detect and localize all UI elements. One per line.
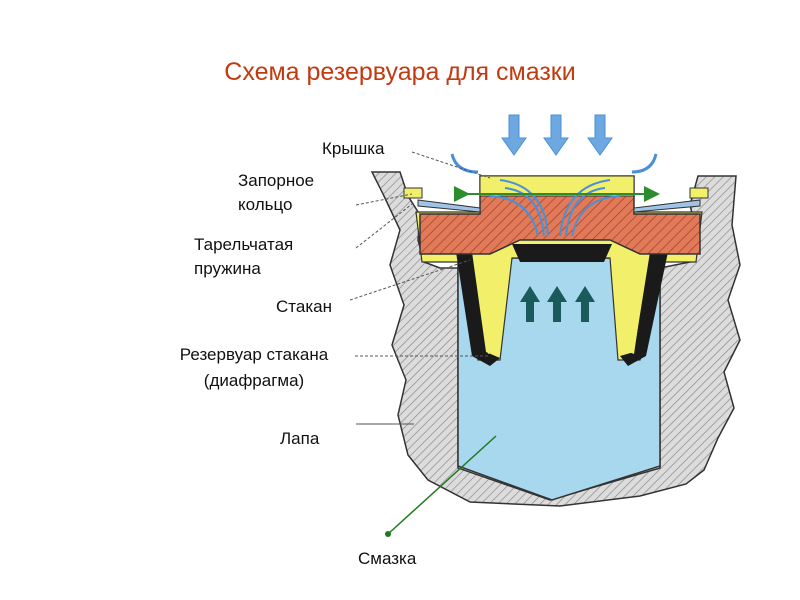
- label-cup: Стакан: [276, 297, 332, 316]
- label-grease: Смазка: [358, 549, 417, 568]
- leader-lines: [349, 151, 491, 425]
- air-inflow-arrows: [501, 114, 613, 156]
- label-reservoir-1: Резервуар стакана: [179, 345, 329, 364]
- cup-left-wall: [456, 252, 500, 366]
- label-lock-ring-2: кольцо: [238, 195, 293, 214]
- grease-leader: [387, 435, 497, 535]
- label-lock-ring-1: Запорное: [238, 171, 315, 190]
- pressure-up-arrows: [520, 286, 595, 322]
- disc-spring-left: [417, 199, 481, 213]
- label-spring-2: пружина: [194, 259, 261, 278]
- label-spring-1: Тарельчатая: [194, 235, 294, 254]
- right-curved-arrow: [631, 153, 658, 174]
- cup-inner-yellow-right: [624, 258, 648, 354]
- page-title: Схема резервуара для смазки: [224, 58, 576, 86]
- grease-leader-dot: [385, 531, 391, 537]
- central-plug: [512, 244, 612, 262]
- lock-ring-left: [403, 187, 423, 199]
- cup-right-wall: [620, 252, 668, 366]
- lock-ring-right: [689, 187, 709, 199]
- left-curved-arrow: [450, 153, 479, 174]
- cup-inner-yellow-left: [474, 258, 498, 354]
- disc-spring-right: [633, 199, 701, 213]
- label-cover: Крышка: [322, 139, 385, 158]
- label-reservoir-2: (диафрагма): [203, 371, 305, 390]
- label-paw: Лапа: [280, 429, 320, 448]
